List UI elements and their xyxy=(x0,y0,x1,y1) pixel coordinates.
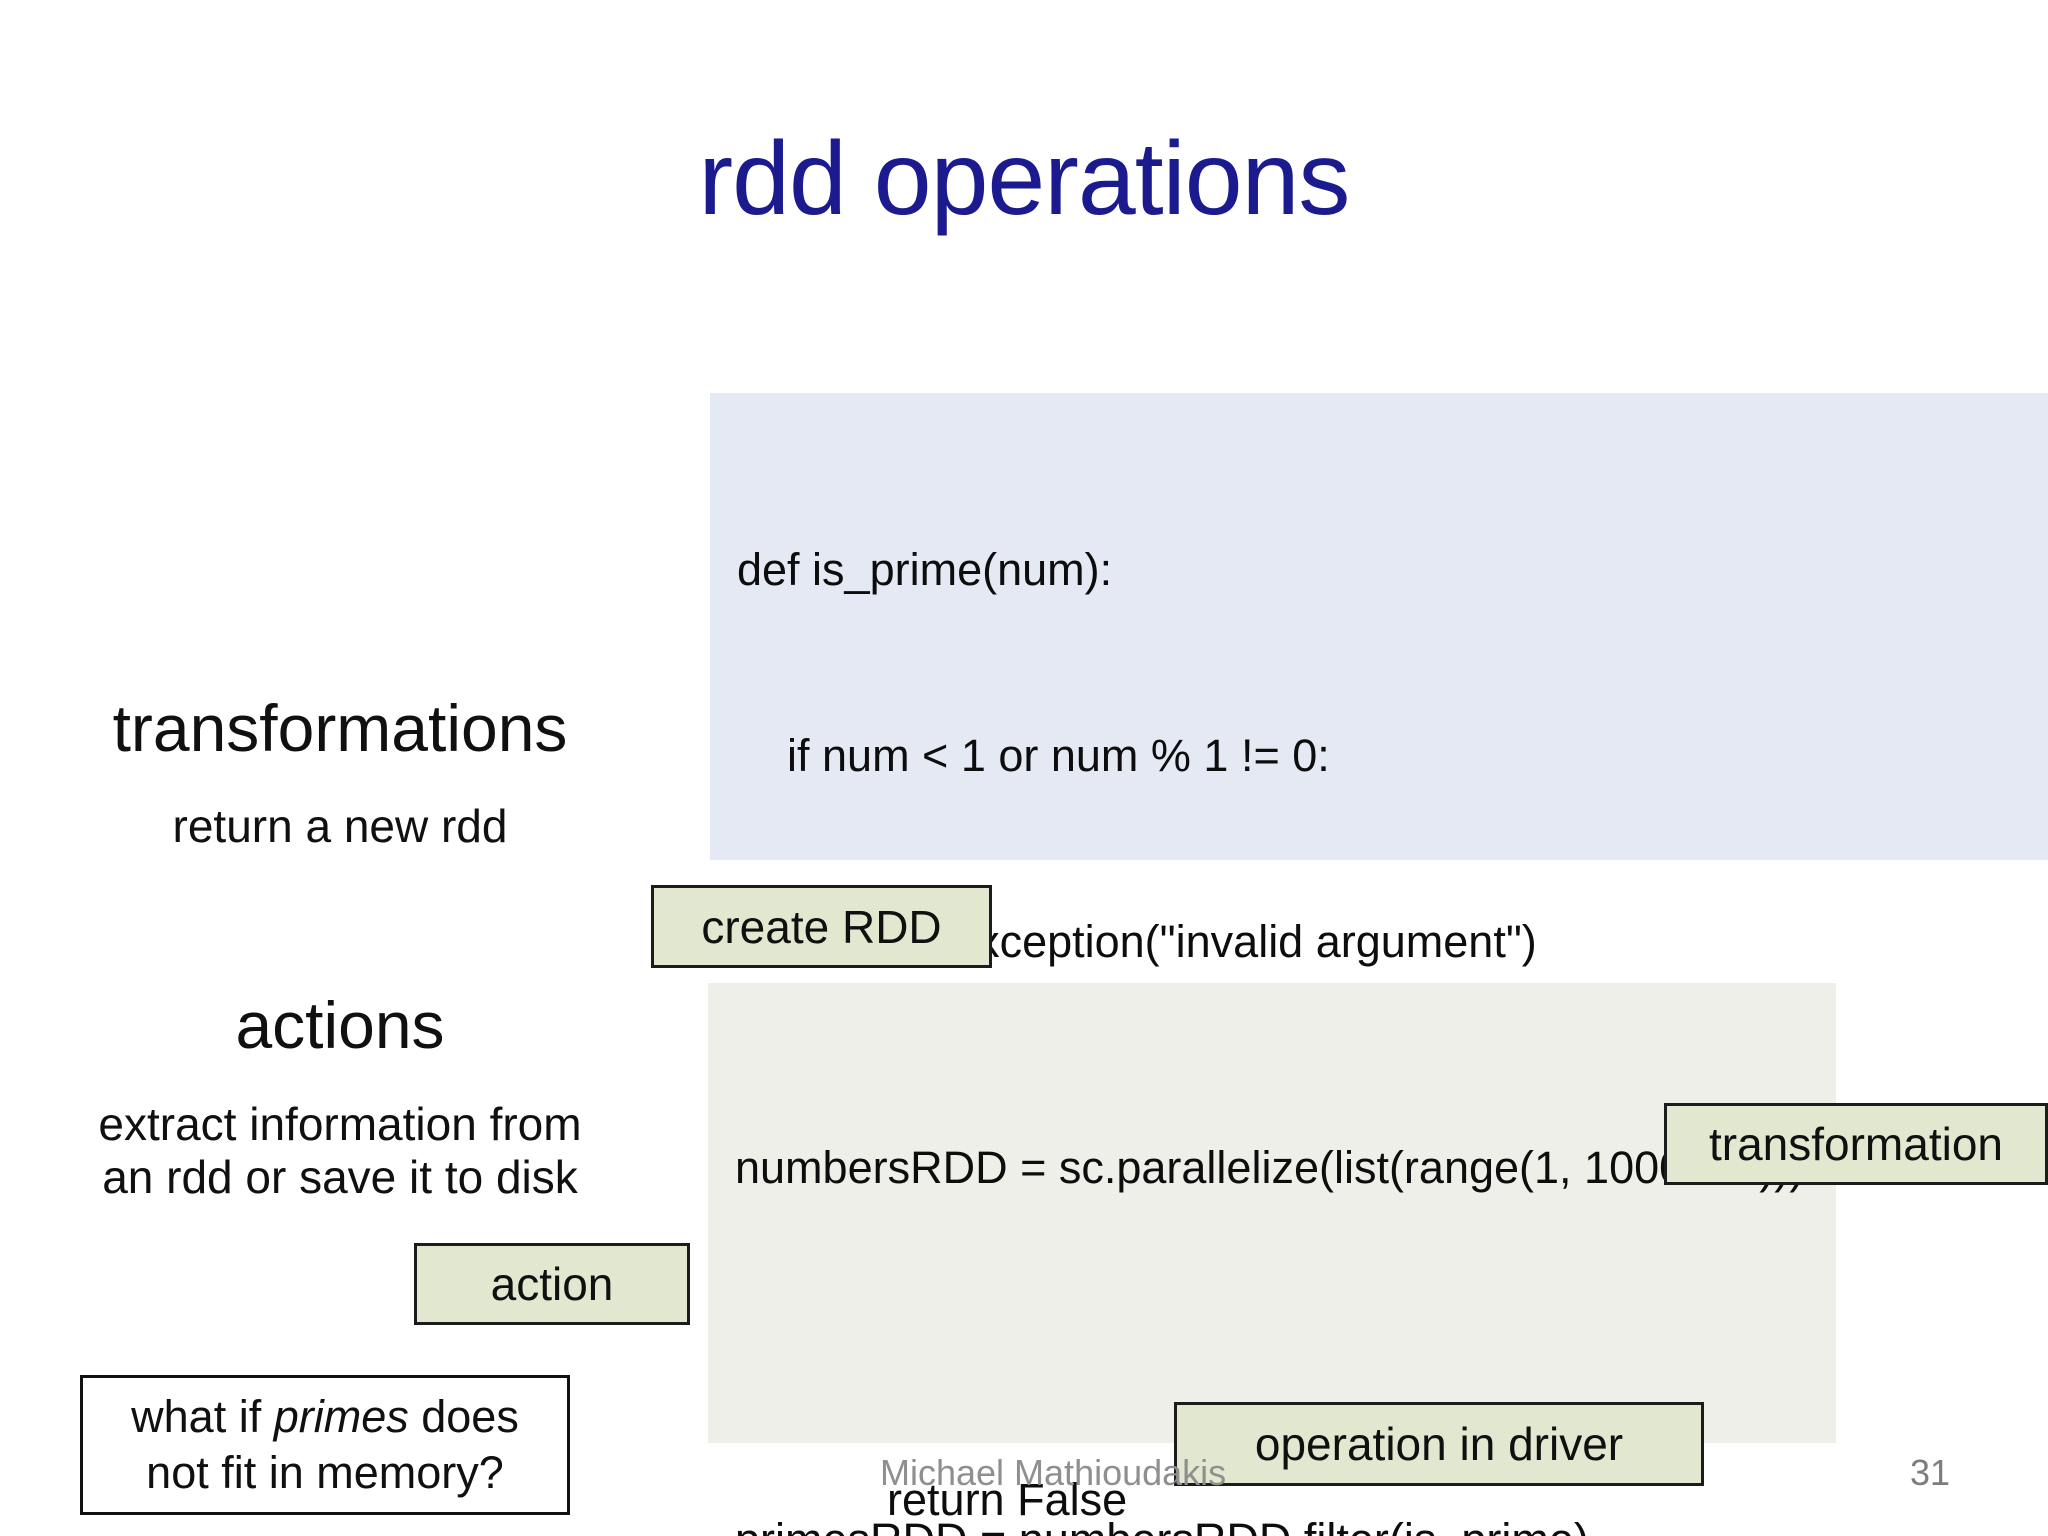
code-line: raise Exception("invalid argument") xyxy=(737,916,1537,967)
footer-author: Michael Mathioudakis xyxy=(880,1452,1227,1493)
callout-create-rdd: create RDD xyxy=(651,885,992,968)
question-text-italic: primes xyxy=(273,1390,409,1442)
callout-transformation: transformation xyxy=(1664,1103,2048,1185)
callout-action: action xyxy=(414,1243,690,1325)
code-line: primesRDD = numbersRDD.filter(is_prime) xyxy=(735,1509,1836,1536)
code-line: return False xyxy=(737,1474,1128,1525)
code-block-is-prime: def is_prime(num): if num < 1 or num % 1… xyxy=(710,393,2048,1525)
footer-page-number: 31 xyxy=(1909,1452,1951,1493)
concept-description-transformations: return a new rdd xyxy=(172,800,508,852)
question-text-after: does xyxy=(408,1390,519,1442)
question-callout-box: what if primes does not fit in memory? xyxy=(80,1375,570,1515)
concept-heading-actions: actions xyxy=(235,988,445,1062)
code-block-spark-pipeline: numbersRDD = sc.parallelize(list(range(1… xyxy=(708,983,1836,1536)
code-blank-line xyxy=(735,1323,1836,1385)
question-line-1: what if primes does xyxy=(131,1389,519,1445)
question-text-before: what if xyxy=(131,1390,274,1442)
page-title: rdd operations xyxy=(698,121,1351,237)
question-line-2: not fit in memory? xyxy=(146,1447,504,1498)
question-text: what if primes does not fit in memory? xyxy=(131,1389,519,1502)
code-line: if num < 1 or num % 1 != 0: xyxy=(737,730,1330,781)
callout-operation-in-driver: operation in driver xyxy=(1174,1402,1704,1486)
concept-heading-transformations: transformations xyxy=(112,691,568,765)
concept-description-actions: extract information from an rdd or save … xyxy=(98,1098,582,1203)
code-line: def is_prime(num): xyxy=(737,544,1113,595)
